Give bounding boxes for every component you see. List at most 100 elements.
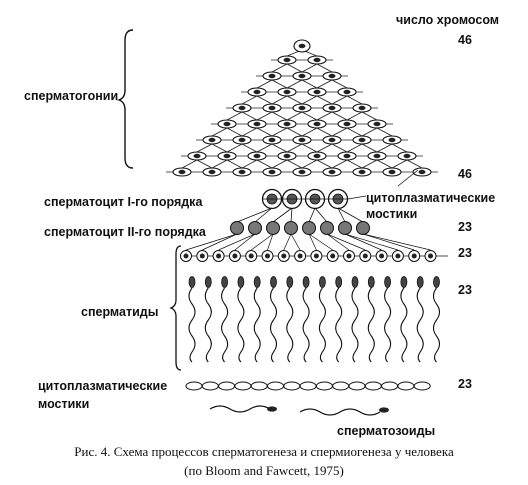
lineage-connector	[256, 111, 273, 121]
lineage-connector	[337, 207, 364, 223]
lineage-connector	[202, 233, 238, 251]
lineage-connector	[346, 111, 363, 121]
lineage-connector	[272, 207, 293, 223]
lineage-connector	[256, 143, 273, 153]
lineage-connector	[185, 233, 238, 251]
lineage-connector	[283, 233, 292, 251]
spermatid-head	[400, 276, 408, 288]
residual-body	[299, 381, 317, 391]
lineage-connector	[344, 233, 382, 251]
secondary-spermatocyte-cell	[230, 221, 244, 235]
cell-nucleus	[281, 253, 287, 259]
spermatid-head	[335, 276, 343, 288]
spermatid-tail	[400, 287, 408, 363]
lineage-connector	[256, 159, 273, 169]
spermatid-head	[318, 276, 326, 288]
lineage-connector	[331, 159, 348, 169]
cell-nucleus	[238, 137, 246, 143]
lineage-connector	[256, 79, 273, 89]
lineage-connector	[226, 159, 243, 169]
spermatid-head	[237, 276, 245, 288]
cell-nucleus	[328, 105, 336, 111]
cell-nucleus	[248, 253, 254, 259]
cell-nucleus	[199, 253, 205, 259]
lineage-connector	[241, 159, 258, 169]
spermatid-head	[204, 276, 212, 288]
lineage-connector	[376, 127, 393, 137]
lineage-connector	[267, 233, 274, 251]
spermatid-tail	[269, 287, 278, 363]
cell-nucleus	[298, 105, 306, 111]
lineage-connector	[236, 207, 273, 223]
cell-nucleus	[253, 89, 261, 95]
cell-nucleus	[358, 137, 366, 143]
cell-nucleus	[216, 253, 222, 259]
cell-nucleus	[358, 169, 366, 175]
spermatid-tail	[188, 287, 196, 363]
lineage-connector	[346, 159, 363, 169]
lineage-connector	[308, 233, 317, 251]
figure-caption-line2: (по Bloom and Fawcett, 1975)	[184, 463, 344, 478]
lineage-connector	[286, 79, 303, 89]
lineage-connector	[196, 143, 213, 153]
residual-body	[332, 381, 350, 391]
secondary-spermatocyte-cell	[356, 221, 370, 235]
label-secondary-spermatocyte: сперматоцит II-го порядка	[44, 225, 206, 239]
cell-nucleus	[223, 153, 231, 159]
spermatid-tail	[204, 287, 212, 363]
cell-nucleus	[253, 153, 261, 159]
label-cytoplasmic-bridges-left-1: цитоплазматические	[38, 379, 168, 393]
lineage-connector	[226, 143, 243, 153]
spermatid-tail	[384, 287, 392, 363]
residual-body	[381, 381, 399, 391]
cell-nucleus	[298, 73, 306, 79]
lineage-connector	[301, 79, 318, 89]
lineage-connector	[286, 111, 303, 121]
cell-nucleus	[373, 121, 381, 127]
lineage-connector	[250, 233, 274, 251]
spermatozoon-head	[267, 406, 277, 412]
lineage-connector	[301, 111, 318, 121]
spermatid-tail	[221, 287, 229, 363]
cell-nucleus	[268, 105, 276, 111]
lineage-connector	[331, 143, 348, 153]
brace-spermatogonia	[116, 29, 134, 169]
lineage-connector	[256, 127, 273, 137]
spermatid-head	[302, 276, 310, 288]
label-primary-spermatocyte: сперматоцит I-го порядка	[44, 195, 203, 209]
lineage-connector	[226, 127, 243, 137]
cell-nucleus	[238, 105, 246, 111]
lineage-connector	[376, 159, 393, 169]
residual-body	[234, 381, 252, 391]
cell-nucleus	[297, 253, 303, 259]
lineage-connector	[361, 143, 378, 153]
residual-body	[348, 381, 366, 391]
lineage-connector	[406, 159, 423, 169]
spermatid-head	[367, 276, 375, 288]
lineage-connector	[271, 95, 288, 105]
label-spermatogonia: сперматогонии	[24, 89, 119, 103]
label-cytoplasmic-bridges-left-2: мостики	[38, 397, 90, 411]
spermatid-tail	[351, 287, 359, 363]
lineage-connector	[301, 95, 318, 105]
lineage-connector	[271, 63, 288, 73]
lineage-connector	[361, 111, 378, 121]
lineage-connector	[362, 233, 415, 251]
spermatid-head	[286, 276, 294, 288]
residual-body	[201, 381, 219, 391]
lineage-connector	[346, 95, 363, 105]
cell-nucleus	[328, 73, 336, 79]
lineage-connector	[211, 143, 228, 153]
lineage-connector	[286, 143, 303, 153]
spermatid-head	[253, 276, 261, 288]
cell-nucleus	[232, 253, 238, 259]
cell-nucleus	[328, 169, 336, 175]
cell-nucleus	[178, 169, 186, 175]
lineage-connector	[271, 79, 288, 89]
pointer-line	[397, 169, 419, 187]
cell-nucleus	[268, 137, 276, 143]
count-23-spermatid-top: 23	[458, 246, 472, 260]
cell-nucleus	[328, 137, 336, 143]
spermatid-head	[433, 276, 440, 288]
